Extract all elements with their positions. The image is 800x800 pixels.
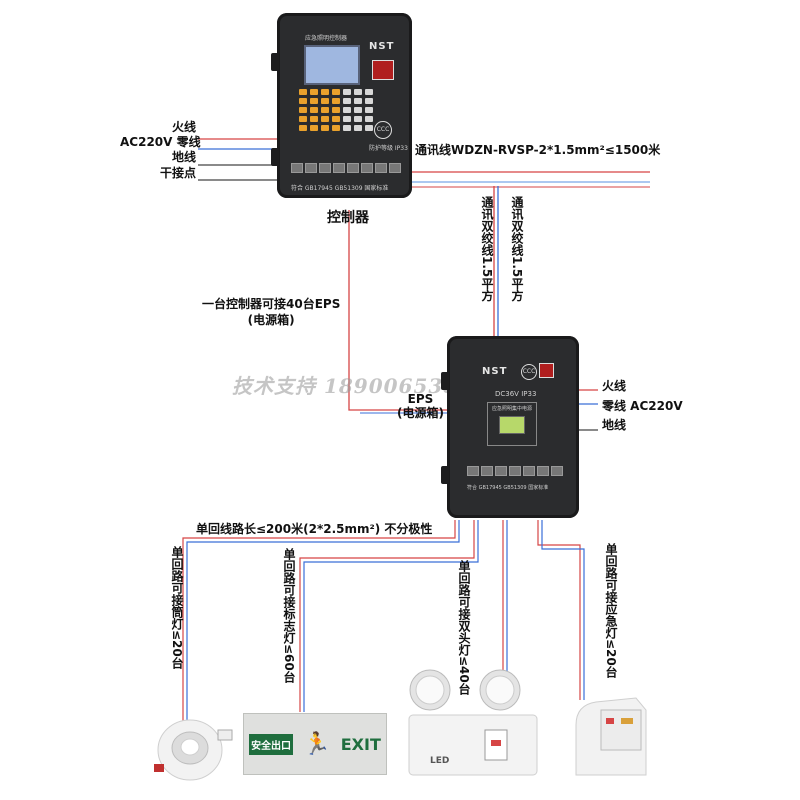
controller-input-live: 火线 <box>172 120 197 134</box>
eps-feed-wire <box>348 210 447 411</box>
exit-sign-zh-text: 安全出口 <box>249 733 294 755</box>
controller-input-ground: 地线 <box>172 150 197 164</box>
loop-length-note: 单回线路长≤200米(2*2.5mm²) 不分极性 <box>196 522 433 536</box>
eps-input-live: 火线 <box>602 379 627 393</box>
eps-panel-title: 应急照明集中电源 <box>491 406 532 412</box>
eps-label-line1: EPS <box>407 392 434 406</box>
eps-cabinet: NST CCC DC36V IP33 应急照明集中电源 符合 GB17945 G… <box>441 336 579 518</box>
exit-sign-en-text: EXIT <box>340 734 381 754</box>
running-man-icon: 🏃 <box>303 731 331 757</box>
controller-lcd-screen <box>304 45 360 85</box>
exit-sign-fixture: 安全出口 🏃 EXIT <box>243 713 387 775</box>
controller-ip-rating: 防护等级 IP33 <box>369 145 408 152</box>
controller-panel-title: 应急照明控制器 <box>305 35 348 42</box>
cabinet-hinge <box>441 372 449 390</box>
twisted-pair-left-label: 通讯双绞线1.5平方 <box>480 196 494 302</box>
controller-key-switch <box>372 60 394 80</box>
eps-label: EPS (电源箱) <box>397 392 444 420</box>
eps-lcd-screen <box>499 416 525 434</box>
eps-dc-text: DC36V IP33 <box>495 390 537 398</box>
branch-sign-blue <box>303 520 479 712</box>
controller-standard-text: 符合 GB17945 GB51309 国家标准 <box>291 185 389 192</box>
eps-label-line2: (电源箱) <box>397 406 444 420</box>
branch-twin-label: 单回路可接双头灯≤40台 <box>457 560 471 695</box>
eps-capacity-note-line1: 一台控制器可接40台EPS <box>202 297 341 311</box>
branch-emergency-blue <box>541 520 585 700</box>
twisted-pair-right-label: 通讯双绞线1.5平方 <box>510 196 524 302</box>
downlight-fixture <box>154 719 233 781</box>
eps-capacity-note: 一台控制器可接40台EPS (电源箱) <box>202 297 340 327</box>
eps-input-ground: 地线 <box>602 418 627 432</box>
cabinet-hinge <box>271 53 279 71</box>
eps-display-panel: 应急照明集中电源 <box>487 402 537 446</box>
controller-terminal-strip <box>291 163 401 173</box>
branch-sign-label: 单回路可接标志灯≤60台 <box>282 548 296 683</box>
branch-sign-red <box>299 520 475 712</box>
twin-head-lamp-fixture <box>408 669 538 776</box>
branch-downlight-blue <box>186 520 460 725</box>
controller-keypad <box>299 89 373 131</box>
ccc-mark-icon: CCC <box>374 121 392 139</box>
controller-input-neutral: AC220V 零线 <box>120 135 201 149</box>
comm-bus-label: 通讯线WDZN-RVSP-2*1.5mm²≤1500米 <box>415 143 661 157</box>
twin-lamp-badge: LED <box>430 756 450 766</box>
controller-brand-logo: NST <box>369 41 395 52</box>
branch-downlight-label: 单回路可接筒灯≤20台 <box>170 546 184 669</box>
ccc-mark-icon: CCC <box>521 364 537 380</box>
cabinet-hinge <box>271 148 279 166</box>
controller-input-dry-contact: 干接点 <box>160 166 197 180</box>
controller-cabinet: 应急照明控制器 NST CCC 防护等级 IP33 符合 GB17945 GB5… <box>271 13 412 198</box>
branch-downlight-red <box>182 520 456 725</box>
eps-key-switch <box>539 363 554 378</box>
eps-standard-text: 符合 GB17945 GB51309 国家标准 <box>467 485 549 491</box>
wall-emergency-lamp-fixture <box>575 697 647 776</box>
controller-label: 控制器 <box>327 210 369 226</box>
eps-terminal-strip <box>467 466 563 476</box>
branch-emergency-label: 单回路可接应急灯≤20台 <box>604 543 618 678</box>
eps-brand-logo: NST <box>482 366 508 377</box>
eps-input-neutral: 零线 AC220V <box>602 399 683 413</box>
branch-emergency-red <box>537 520 581 700</box>
eps-capacity-note-line2: (电源箱) <box>247 313 295 327</box>
cabinet-hinge <box>441 466 449 484</box>
